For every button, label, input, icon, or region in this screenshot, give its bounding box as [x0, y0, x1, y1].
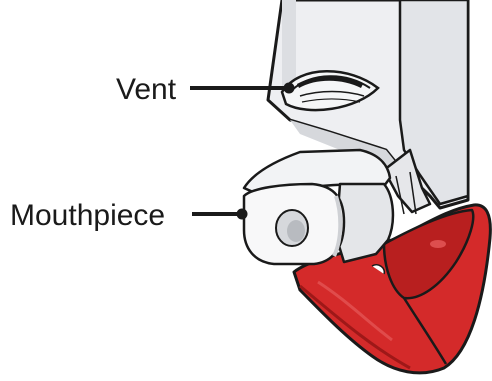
mouthpiece-label: Mouthpiece [10, 199, 165, 232]
cap-highlight [430, 240, 446, 248]
mouthpiece-callout: Mouthpiece [10, 199, 240, 232]
vent-label: Vent [116, 73, 177, 106]
vent-callout: Vent [116, 73, 286, 106]
mouthpiece [237, 150, 393, 264]
